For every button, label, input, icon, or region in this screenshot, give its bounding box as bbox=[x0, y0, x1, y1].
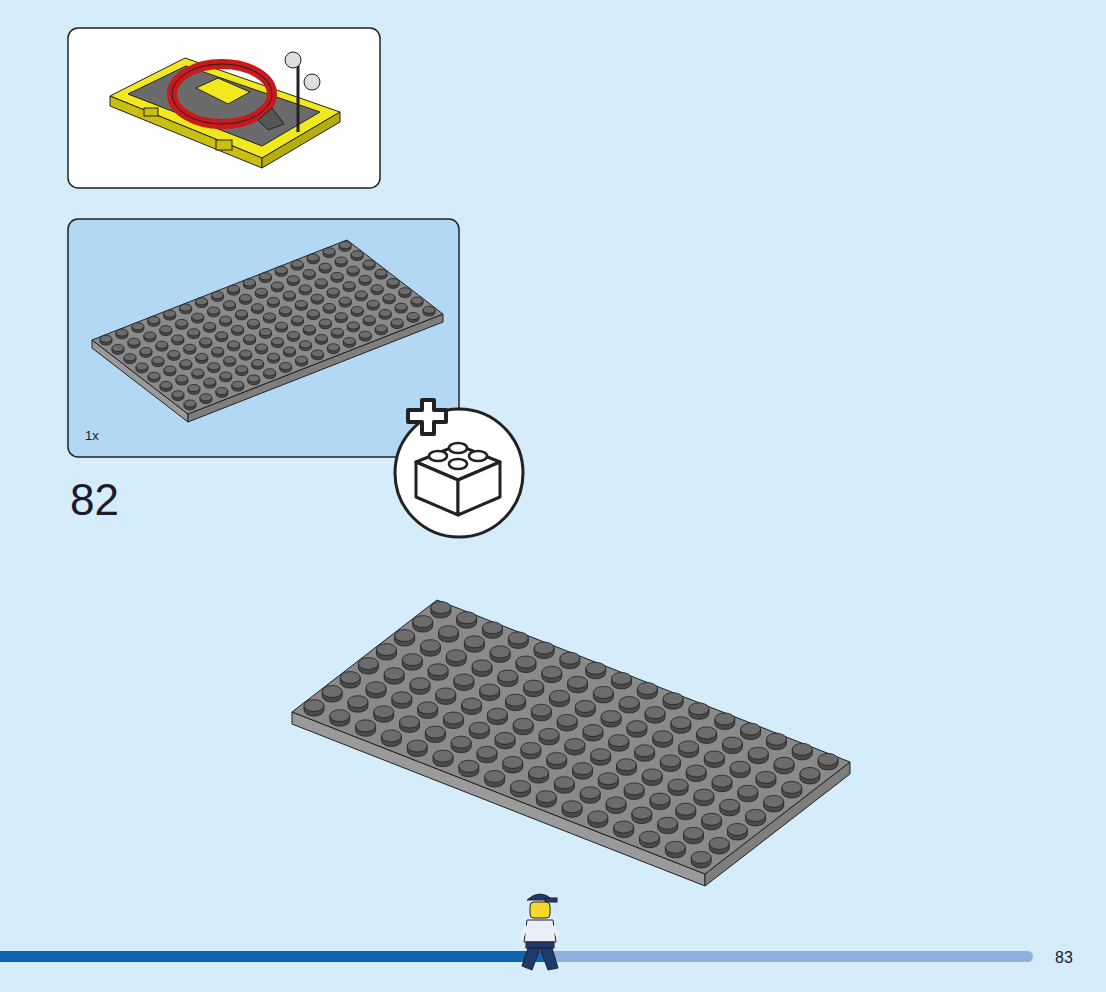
page-number: 83 bbox=[1055, 950, 1073, 966]
submodel-box bbox=[68, 28, 380, 188]
plate-build bbox=[292, 600, 850, 886]
parts-panel: 1x bbox=[68, 219, 459, 457]
minifigure bbox=[520, 894, 558, 970]
step-number: 82 bbox=[70, 478, 119, 522]
helipad-preview bbox=[110, 52, 340, 168]
parts-panel bbox=[68, 219, 459, 457]
plate-part bbox=[92, 240, 443, 422]
add-brick-icon bbox=[395, 400, 523, 537]
part-count: 1x bbox=[85, 428, 99, 443]
progress-bar bbox=[0, 951, 1033, 962]
